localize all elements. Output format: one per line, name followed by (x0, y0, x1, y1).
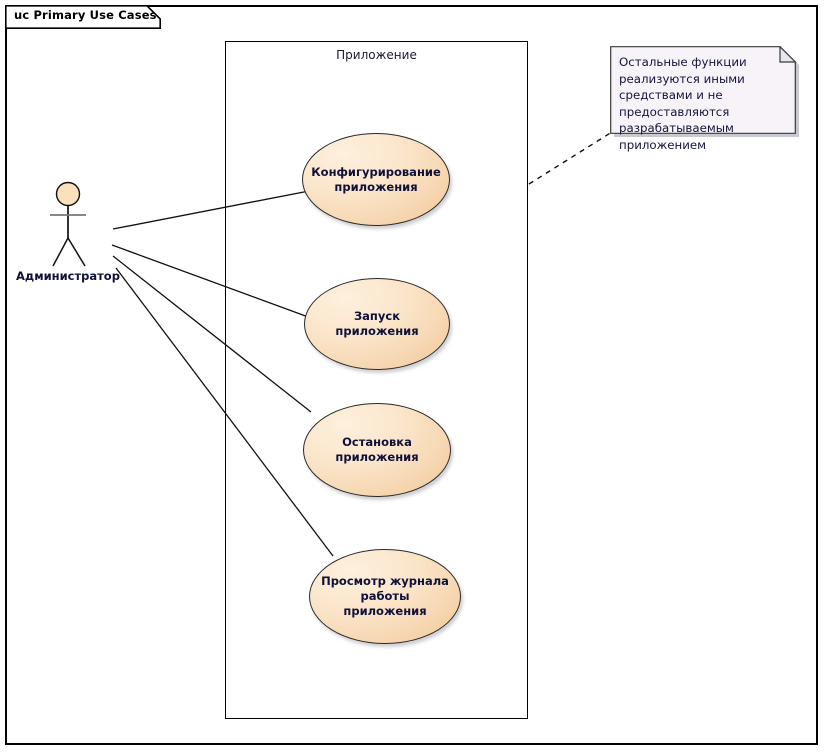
actor-administrator[interactable] (40, 180, 102, 270)
use-case-label: Просмотр журнала работы приложения (321, 574, 449, 618)
system-boundary-label: Приложение (336, 48, 417, 62)
use-case-configure[interactable]: Конфигурирование приложения (302, 133, 450, 226)
use-case-stop[interactable]: Остановка приложения (303, 403, 451, 497)
note-text: Остальные функции реализуются иными сред… (619, 55, 747, 152)
actor-label: Администратор (16, 269, 120, 283)
frame-title-tab (5, 5, 161, 29)
note-folded-corner-icon (779, 46, 797, 63)
note-body (610, 46, 796, 134)
note-box[interactable] (610, 46, 800, 138)
use-case-label: Запуск приложения (335, 309, 419, 338)
use-case-start[interactable]: Запуск приложения (304, 278, 450, 370)
actor-head-icon (55, 181, 81, 207)
frame-title-label: uc Primary Use Cases (14, 8, 157, 22)
actor-right-leg-line (67, 237, 86, 267)
use-case-label: Остановка приложения (335, 435, 419, 464)
actor-left-leg-line (52, 237, 69, 267)
use-case-label: Конфигурирование приложения (311, 164, 441, 194)
use-case-view-log[interactable]: Просмотр журнала работы приложения (309, 549, 461, 644)
